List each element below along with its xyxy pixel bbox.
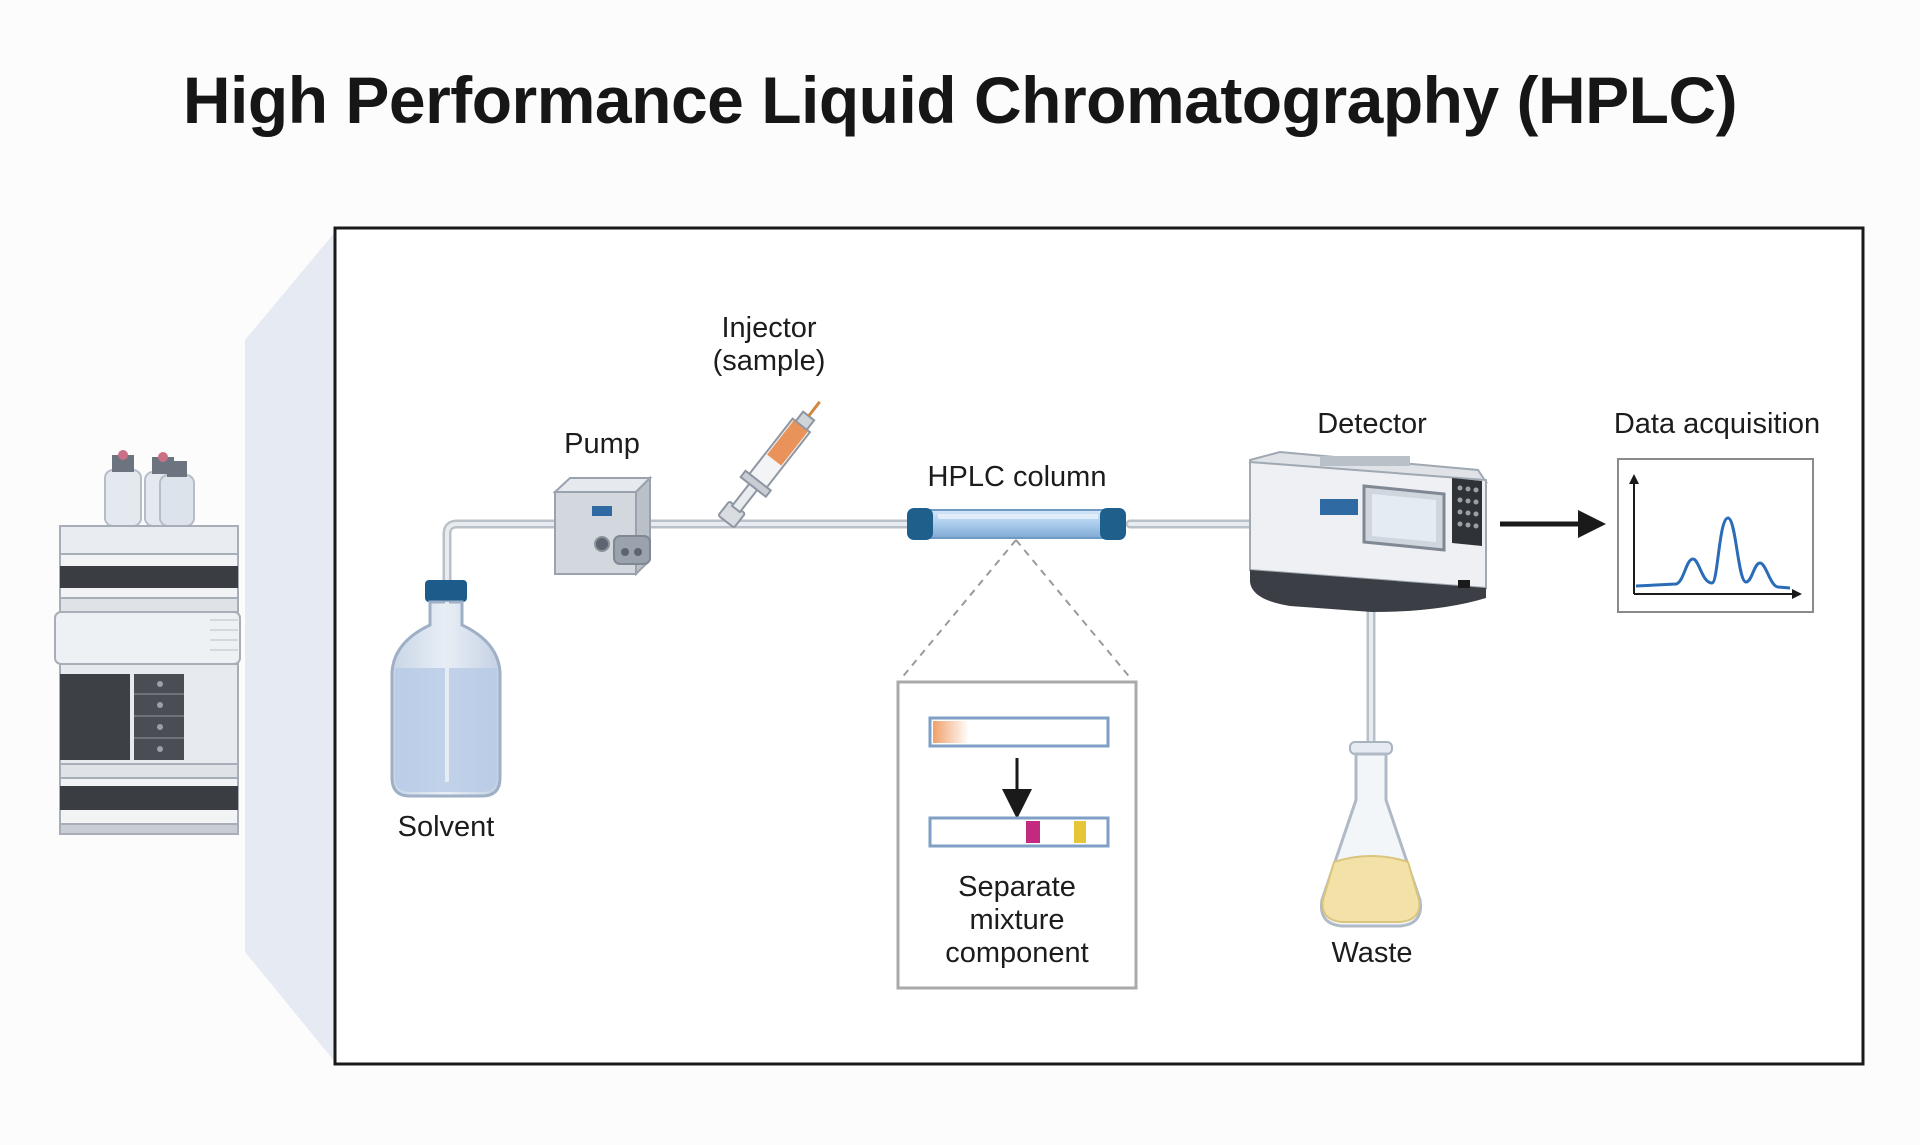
page-title: High Performance Liquid Chromatography (… — [182, 63, 1738, 137]
hplc-column-icon — [907, 508, 1126, 540]
chromatogram-trace — [1635, 516, 1791, 590]
zoom-projection — [245, 232, 335, 1062]
solvent-label: Solvent — [397, 811, 495, 843]
syringe-icon — [718, 400, 821, 528]
hplc-column-label: HPLC column — [927, 461, 1107, 493]
column-zoom-lines — [899, 539, 1133, 681]
separate-mixture-label: Separate mixture component — [945, 871, 1089, 969]
tubing — [442, 519, 1376, 747]
data-acquisition-label: Data acquisition — [1613, 408, 1821, 440]
reservoir-bottles — [104, 450, 195, 527]
separation-inset — [896, 680, 1138, 990]
pump-label: Pump — [564, 428, 640, 460]
pump-icon — [552, 475, 653, 577]
injector-label: Injector (sample) — [712, 312, 826, 377]
solvent-bottle-icon — [390, 580, 502, 798]
hplc-instrument-icon — [54, 450, 241, 835]
waste-label: Waste — [1331, 937, 1413, 969]
chromatogram-panel — [1617, 458, 1814, 613]
waste-flask-icon — [1319, 741, 1423, 928]
detector-icon — [1249, 450, 1488, 612]
detector-label: Detector — [1317, 408, 1427, 440]
